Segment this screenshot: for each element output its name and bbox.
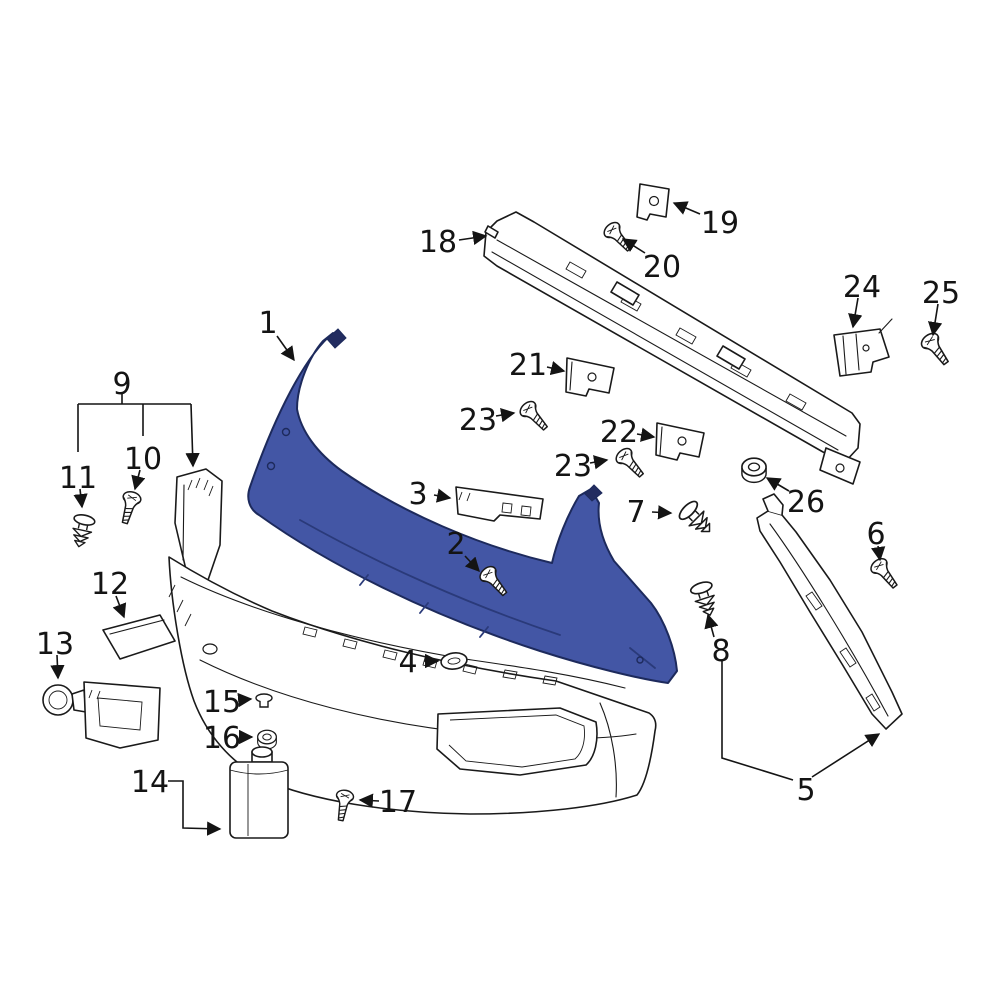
leader-line-8 (704, 613, 719, 638)
leader-line-14 (168, 780, 222, 836)
leader-line-10 (131, 469, 146, 491)
part-13-sensor (42, 681, 161, 749)
leader-line-19 (672, 201, 701, 215)
leader-line-21 (546, 361, 566, 376)
part-label-5: 5 (796, 773, 815, 808)
part-label-2: 2 (446, 527, 465, 562)
part-label-12: 12 (91, 567, 129, 602)
part-23-screw-a (516, 397, 553, 436)
leader-line-12 (112, 595, 127, 619)
leader-line-5 (811, 733, 881, 778)
part-label-17: 17 (379, 785, 417, 820)
part-6-screw (867, 554, 903, 593)
part-label-16: 16 (203, 721, 241, 756)
part-lower-bumper-fascia (168, 556, 657, 815)
leader-line-17 (358, 793, 380, 808)
leader-line-26 (765, 477, 790, 492)
part-10-screw (115, 489, 144, 527)
part-label-26: 26 (787, 485, 825, 520)
part-9-corner-bracket (174, 468, 223, 584)
part-22-bracket (655, 422, 705, 461)
part-label-13: 13 (36, 627, 74, 662)
part-label-15: 15 (203, 685, 241, 720)
leader-line-6 (871, 545, 886, 562)
part-3-bracket (455, 486, 544, 522)
part-label-1: 1 (258, 306, 277, 341)
part-4-oval-plug (440, 652, 468, 670)
part-1-bumper-cover (247, 328, 678, 684)
part-26-nut (741, 457, 767, 484)
leader-line-13 (50, 654, 65, 680)
bumper-cover-body (247, 332, 678, 684)
part-11-clip (67, 512, 97, 550)
part-label-23: 23 (459, 403, 497, 438)
part-label-11: 11 (59, 461, 97, 496)
part-18-impact-bar (483, 211, 861, 485)
part-label-3: 3 (408, 477, 427, 512)
leader-line-20 (621, 238, 646, 254)
leader-line-5-1 (721, 661, 794, 781)
part-7-clip (675, 497, 719, 541)
part-label-25: 25 (922, 276, 960, 311)
leader-line-11 (73, 488, 88, 509)
part-label-7: 7 (626, 495, 645, 530)
part-label-4: 4 (398, 645, 417, 680)
part-21-bracket (565, 357, 615, 397)
leader-line-23 (495, 408, 516, 423)
part-25-screw (917, 329, 955, 370)
part-label-14: 14 (131, 765, 169, 800)
part-label-18: 18 (419, 225, 457, 260)
part-label-24: 24 (843, 270, 881, 305)
leader-line-23 (589, 455, 609, 470)
part-label-21: 21 (509, 348, 547, 383)
part-24-bracket (833, 318, 893, 377)
part-12-cover (102, 614, 176, 660)
part-14-reservoir (229, 746, 289, 839)
leader-line-1 (276, 335, 295, 362)
part-5-side-bracket (756, 493, 903, 730)
leader-line-25 (927, 303, 943, 337)
leader-line-18 (458, 230, 488, 246)
part-label-6: 6 (866, 517, 885, 552)
part-label-8: 8 (711, 634, 730, 669)
leader-line-24 (848, 297, 863, 329)
labels-layer: 1234567891011121314151617181920212223232… (36, 201, 960, 836)
part-label-23: 23 (554, 449, 592, 484)
part-label-9: 9 (112, 367, 131, 402)
bumper-cover-tab-right (584, 484, 603, 502)
leader-line-22 (636, 427, 656, 442)
leader-line-7 (651, 505, 673, 520)
part-20-screw (600, 218, 637, 257)
leader-line-2 (464, 555, 480, 573)
part-8-clip (688, 578, 722, 620)
part-label-10: 10 (124, 442, 162, 477)
part-label-19: 19 (701, 206, 739, 241)
leader-line-3 (433, 488, 452, 503)
leader-line-15 (237, 692, 253, 708)
part-label-20: 20 (643, 250, 681, 285)
part-23-screw-b (612, 444, 649, 483)
part-label-22: 22 (600, 415, 638, 450)
part-19-bracket (636, 183, 670, 221)
bumper-cover-tab-left (326, 328, 347, 349)
leader-line-9-4 (185, 403, 200, 468)
